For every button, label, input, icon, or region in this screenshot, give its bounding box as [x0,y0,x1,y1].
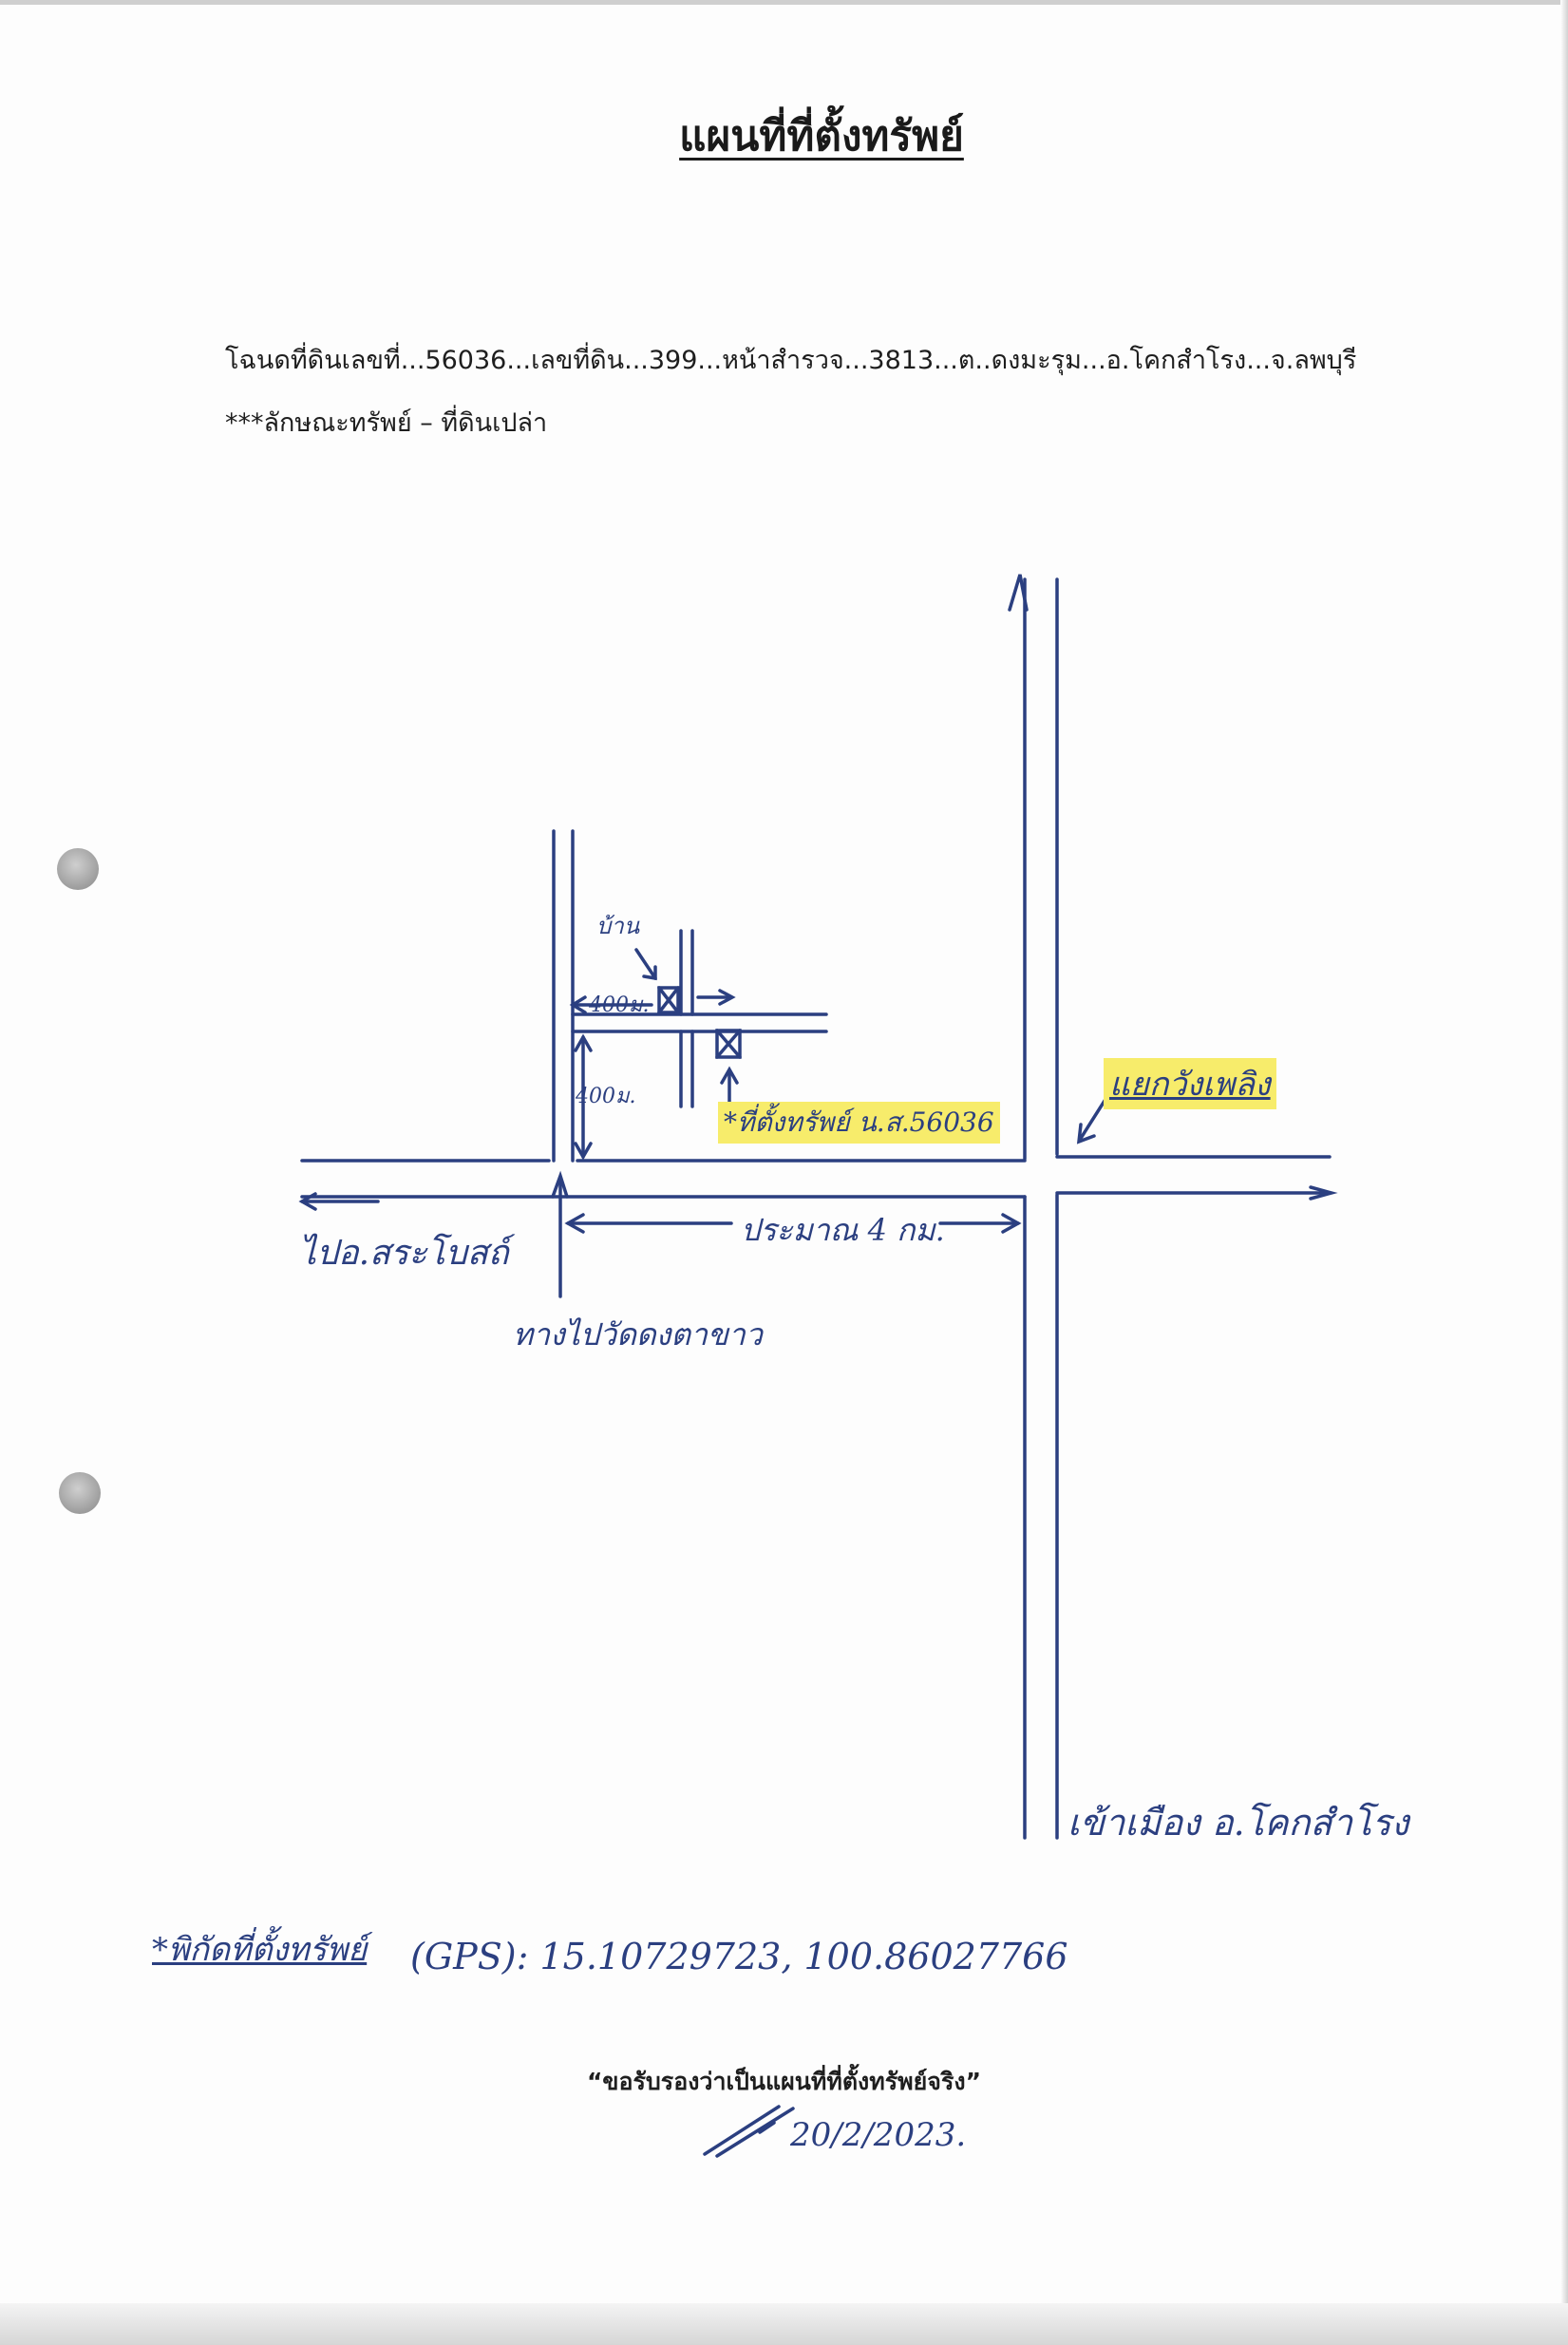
gps-value: (GPS): 15.10729723, 100.86027766 [410,1936,1068,1977]
to-temple-label: ทางไปวัดดงตาขาว [513,1316,763,1352]
junction-label: แยกวังเพลิง [1104,1058,1276,1109]
signature-mark [703,2105,795,2158]
deed-info-line: โฉนดที่ดินเลขที่...56036...เลขที่ดิน...3… [225,346,1357,375]
page-title: แผนที่ที่ตั้งทรัพย์ [679,112,964,161]
punch-hole-bottom [59,1472,101,1514]
highway-north-arrow [1008,574,1029,612]
house-pointer [634,948,657,980]
gps-label: *พิกัดที่ตั้งทรัพย์ [152,1931,368,1969]
signature-date: 20/2/2023. [790,2116,967,2154]
scan-right-edge [1560,0,1568,2345]
property-type-line: ***ลักษณะทรัพย์ – ที่ดินเปล่า [225,408,548,438]
to-sa-bot-label: ไปอ.สระโบสถ์ [299,1234,509,1273]
house-label: บ้าน [596,913,640,939]
dist-400-v-label: 400ม. [576,1085,636,1108]
property-label: *ที่ตั้งทรัพย์ น.ส.56036 [718,1102,1000,1144]
dist-4km-label: ประมาณ 4 กม. [741,1212,945,1248]
punch-hole-top [57,848,99,890]
dist-400-h-label: 400ม. [589,993,650,1017]
certification-text: “ขอรับรองว่าเป็นแผนที่ที่ตั้งทรัพย์จริง” [586,2068,982,2095]
to-khok-samrong-label: เข้าเมือง อ.โคกสำโรง [1067,1802,1409,1844]
house-marker [657,986,680,1014]
scan-top-edge [0,0,1568,5]
side-road-arrow [551,1170,569,1199]
property-marker [715,1029,742,1059]
scan-bottom-edge [0,2303,1568,2345]
east-road-arrow [1309,1185,1338,1201]
